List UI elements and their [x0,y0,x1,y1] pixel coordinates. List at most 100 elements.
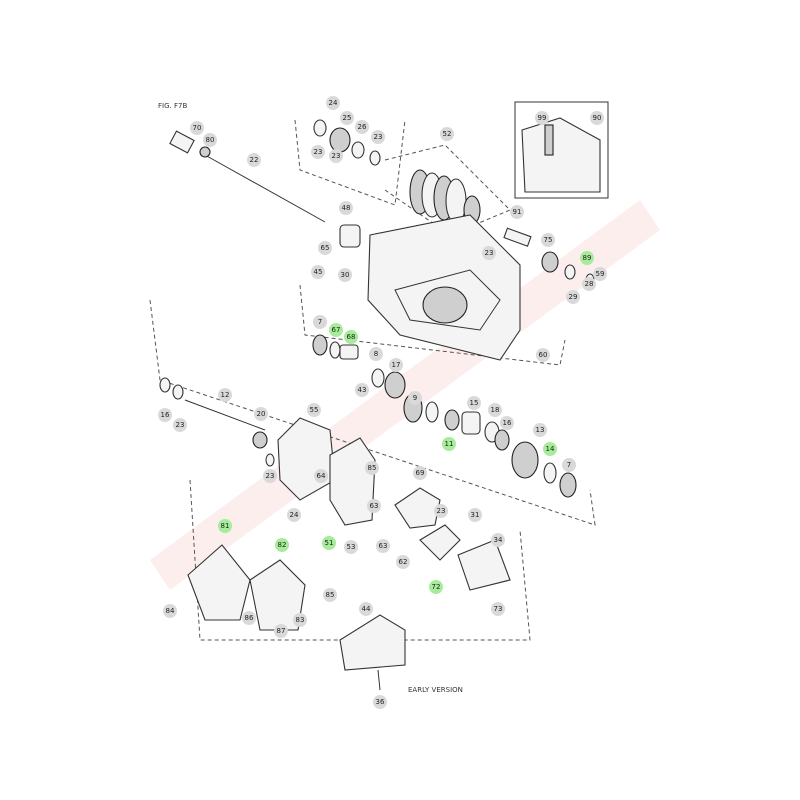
part-callout: 59 [593,267,607,281]
part-callout: 12 [218,388,232,402]
part-callout: 30 [338,268,352,282]
callout-bubble [218,388,232,402]
bearing-7b [559,472,577,498]
part-callout: 25 [340,111,354,125]
callout-number: 23 [314,148,323,156]
ring-80 [199,146,211,158]
callout-number: 59 [596,270,605,278]
group-outline-upper-shaft [299,284,566,366]
callout-number: 87 [277,627,286,635]
callout-bubble [376,539,390,553]
callout-bubble [491,602,505,616]
callout-bubble [510,205,524,219]
callout-number: 8 [374,350,378,358]
callout-number: 48 [342,204,351,212]
part-callout: 13 [533,423,547,437]
part-callout: 23 [263,469,277,483]
part-callout: 87 [274,624,288,638]
callout-bubble [311,145,325,159]
callout-number: 82 [278,541,287,549]
callout-bubble [413,466,427,480]
shaft-91 [503,227,532,247]
inset-housing [521,117,601,193]
part-callout: 60 [536,348,550,362]
callout-bubble [275,538,289,552]
callout-bubble [580,251,594,265]
part-callout: 84 [163,604,177,618]
callout-number: 65 [321,244,330,252]
part-callout: 85 [323,588,337,602]
inset-frame [514,101,609,199]
bearing-top [329,127,351,153]
part-callout: 72 [429,580,443,594]
ring-16 [159,377,171,393]
part-callout: 63 [367,499,381,513]
callout-number: 53 [347,543,356,551]
bearing-20 [252,431,268,449]
part-callout: 43 [355,383,369,397]
part-callout: 55 [307,403,321,417]
part-callout: 81 [218,519,232,533]
callout-bubble [488,403,502,417]
part-callout: 83 [293,613,307,627]
callout-bubble [322,536,336,550]
callout-bubble [326,96,340,110]
part-callout: 9 [408,391,422,405]
callout-bubble [287,508,301,522]
callout-number: 14 [546,445,555,453]
part-callout: 16 [500,416,514,430]
ring-top-1 [313,119,327,137]
callout-number: 80 [206,136,215,144]
lower-shaft [184,399,266,431]
callout-number: 9 [413,394,417,402]
callout-number: 24 [329,99,338,107]
callout-number: 24 [290,511,299,519]
group-outline-top [294,119,406,206]
callout-bubble [344,540,358,554]
callout-bubble [373,695,387,709]
callout-number: 26 [358,123,367,131]
housing-detail [394,269,501,331]
callout-number: 85 [368,464,377,472]
callout-number: 15 [470,399,479,407]
callout-number: 23 [176,421,185,429]
callout-bubble [263,469,277,483]
part-callout: 17 [389,358,403,372]
bearing-48 [339,224,361,248]
callout-number: 67 [332,326,341,334]
callout-number: 43 [358,386,367,394]
part-callout: 34 [491,533,505,547]
callout-bubble [339,201,353,215]
callout-number: 75 [544,236,553,244]
callout-bubble [338,268,352,282]
callout-bubble [582,277,596,291]
callout-number: 23 [332,152,341,160]
callout-bubble [367,499,381,513]
callout-bubble [318,241,332,255]
bearing-75 [541,251,559,273]
callout-bubble [311,265,325,279]
callout-number: 13 [536,426,545,434]
part-callout: 86 [242,611,256,625]
callout-bubble [396,555,410,569]
bearing-7 [312,334,328,356]
callout-number: 86 [245,614,254,622]
callout-number: 7 [318,318,322,326]
inset-bolt [544,124,554,156]
callout-bubble [408,391,422,405]
ring-23-b [265,453,275,467]
upper-shaft [204,154,326,223]
part-callout: 91 [510,205,524,219]
callout-number: 51 [325,539,334,547]
callout-number: 22 [250,156,259,164]
part-callout: 70 [190,121,204,135]
ring-top-3 [369,150,381,166]
callout-bubble [590,111,604,125]
bushing-68 [339,344,359,360]
callout-number: 29 [569,293,578,301]
callout-number: 73 [494,605,503,613]
part-callout: 23 [311,145,325,159]
gear-17 [384,371,406,399]
bearing-70 [169,130,195,154]
callout-bubble [163,604,177,618]
